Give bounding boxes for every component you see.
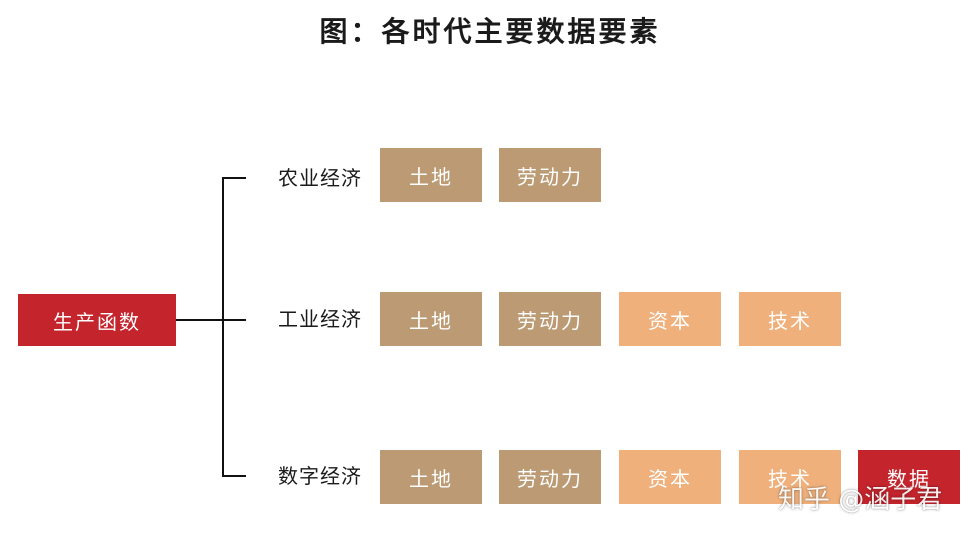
factor-box-digital-data: 数据 bbox=[858, 450, 960, 504]
factor-label: 技术 bbox=[768, 308, 812, 333]
connector-vertical-spine bbox=[222, 177, 224, 477]
factor-label: 土地 bbox=[409, 164, 453, 189]
factor-box-agriculture-land: 土地 bbox=[380, 148, 482, 202]
factor-label: 资本 bbox=[648, 466, 692, 491]
factor-label: 劳动力 bbox=[517, 466, 583, 491]
factor-label: 劳动力 bbox=[517, 308, 583, 333]
diagram-title: 图：各时代主要数据要素 bbox=[319, 15, 661, 48]
factor-box-digital-land: 土地 bbox=[380, 450, 482, 504]
factor-box-digital-capital: 资本 bbox=[619, 450, 721, 504]
factor-box-digital-labor: 劳动力 bbox=[499, 450, 601, 504]
factor-box-industry-land: 土地 bbox=[380, 292, 482, 346]
root-node-label: 生产函数 bbox=[53, 309, 141, 334]
factor-label: 劳动力 bbox=[517, 164, 583, 189]
factor-box-industry-technology: 技术 bbox=[739, 292, 841, 346]
connector-branch-digital bbox=[222, 475, 246, 477]
watermark-text: 知乎 @涵子君 bbox=[778, 485, 943, 515]
factor-box-agriculture-labor: 劳动力 bbox=[499, 148, 601, 202]
row-label-agriculture: 农业经济 bbox=[278, 166, 362, 190]
factor-label: 资本 bbox=[648, 308, 692, 333]
factor-label: 数据 bbox=[887, 466, 931, 491]
factor-box-industry-capital: 资本 bbox=[619, 292, 721, 346]
factor-label: 土地 bbox=[409, 308, 453, 333]
root-node-production-function: 生产函数 bbox=[18, 294, 176, 346]
connector-root-horizontal bbox=[176, 319, 246, 321]
factor-label: 土地 bbox=[409, 466, 453, 491]
row-label-digital: 数字经济 bbox=[278, 464, 362, 488]
factor-box-digital-technology: 技术 bbox=[739, 450, 841, 504]
factor-label: 技术 bbox=[768, 466, 812, 491]
factor-box-industry-labor: 劳动力 bbox=[499, 292, 601, 346]
row-label-industry: 工业经济 bbox=[278, 307, 362, 331]
connector-branch-agriculture bbox=[222, 177, 246, 179]
